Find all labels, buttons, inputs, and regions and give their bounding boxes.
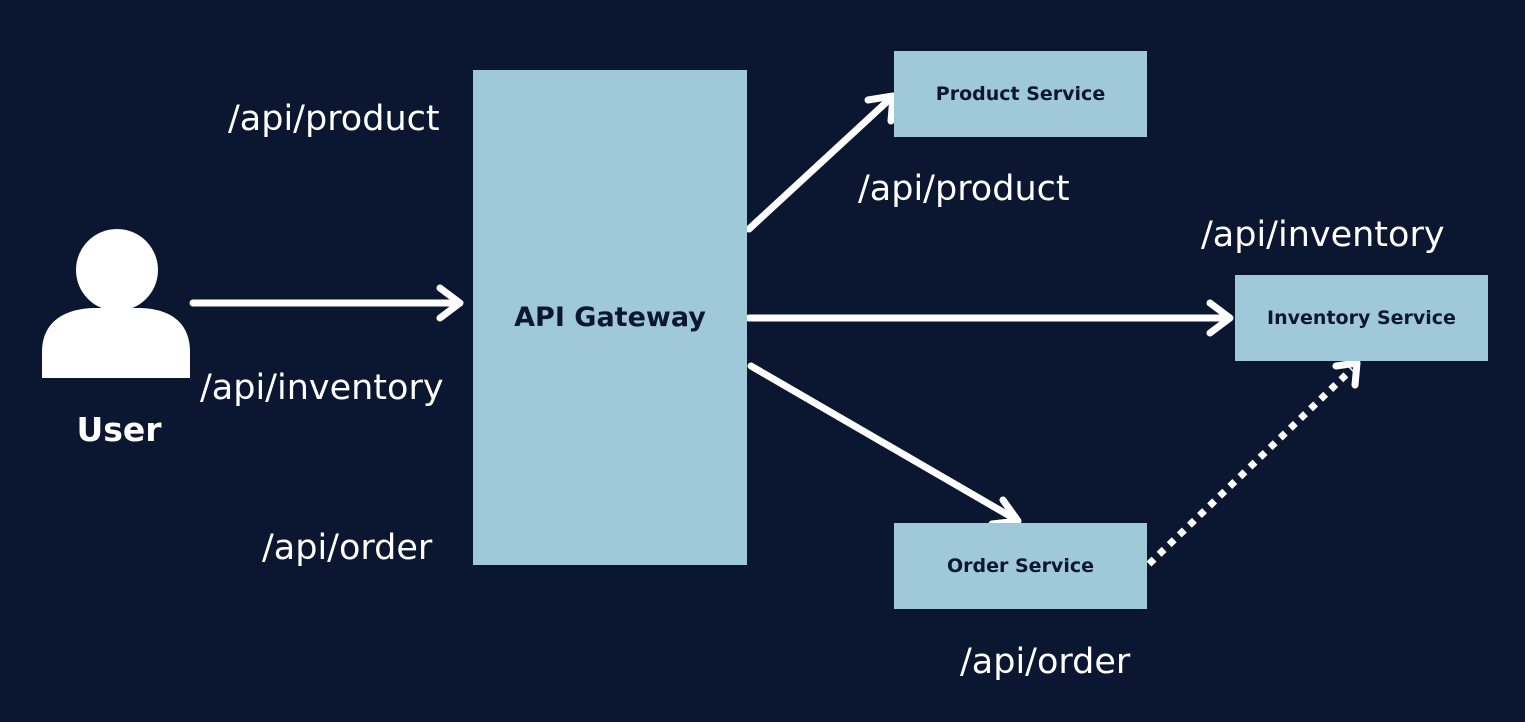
api-gateway-label: API Gateway [514, 302, 706, 333]
order-service-box: Order Service [894, 523, 1147, 609]
outgoing-route-order: /api/order [960, 642, 1131, 682]
outgoing-route-inventory: /api/inventory [1201, 215, 1445, 255]
user-label: User [76, 410, 162, 449]
user-icon [42, 229, 190, 378]
gateway-to-product-arrow [745, 92, 897, 233]
inventory-service-label: Inventory Service [1267, 307, 1456, 329]
gateway-to-inventory-arrow [745, 299, 1234, 337]
api-gateway-box: API Gateway [473, 70, 747, 565]
incoming-route-product: /api/product [228, 99, 440, 139]
outgoing-route-product: /api/product [858, 169, 1070, 209]
user-to-gateway-arrow [189, 284, 464, 322]
order-service-label: Order Service [947, 555, 1094, 577]
product-service-label: Product Service [935, 83, 1106, 105]
incoming-route-order: /api/order [262, 528, 433, 568]
gateway-to-order-arrow [747, 362, 1022, 528]
incoming-route-inventory: /api/inventory [200, 368, 444, 408]
inventory-service-box: Inventory Service [1235, 275, 1488, 361]
product-service-box: Product Service [894, 51, 1147, 137]
order-to-inventory-dotted-arrow [1146, 359, 1361, 567]
